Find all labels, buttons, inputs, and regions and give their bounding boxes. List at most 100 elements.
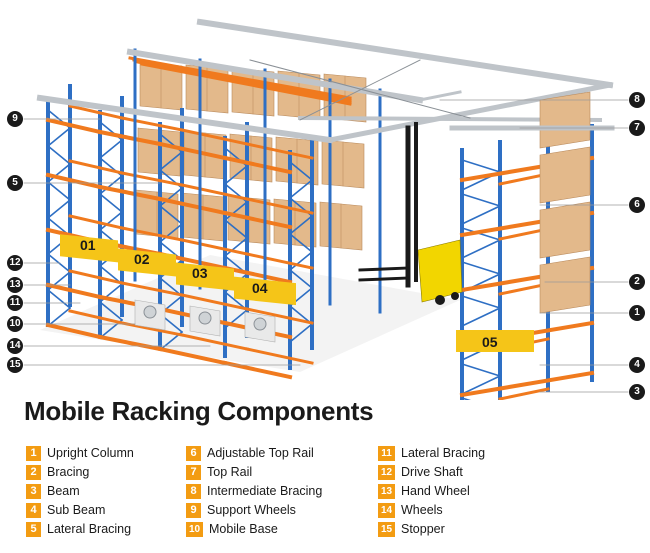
bracing [460, 362, 502, 378]
bracing [460, 306, 502, 328]
sub-beam [498, 387, 550, 400]
callout-8: 8 [629, 92, 645, 108]
pallet-box [539, 201, 591, 259]
hand-wheel [253, 317, 267, 331]
beam [459, 370, 595, 398]
bracing [223, 164, 249, 186]
intermediate-bracing [418, 90, 462, 102]
intermediate-bracing [249, 59, 471, 119]
legend-number: 7 [186, 464, 201, 480]
bracing [98, 192, 124, 214]
legend-item: 9 Support Wheels [186, 501, 296, 519]
callout-3: 3 [629, 384, 645, 400]
bracing [288, 232, 314, 254]
beam [68, 104, 124, 120]
bracing [46, 198, 72, 220]
rack-label-text: 01 [80, 237, 96, 253]
beam [180, 293, 249, 311]
legend-label: Bracing [47, 465, 90, 479]
beam [68, 309, 124, 325]
legend-number: 1 [26, 445, 41, 461]
bracing [288, 268, 314, 290]
bracing [288, 160, 314, 182]
callout-14: 14 [7, 338, 23, 354]
rack-label-text: 04 [252, 280, 268, 296]
bracing [46, 144, 72, 166]
top-rail [36, 94, 334, 144]
beam [180, 333, 249, 351]
beam [45, 117, 103, 135]
beam [97, 184, 163, 202]
beam [180, 183, 249, 201]
legend-label: Support Wheels [207, 503, 296, 517]
callout-5: 5 [7, 175, 23, 191]
bracing [158, 204, 184, 226]
bracing [223, 236, 249, 258]
top-rail [327, 82, 613, 143]
pallet-box [539, 256, 591, 314]
legend-label: Wheels [401, 503, 443, 517]
legend-label: Lateral Bracing [47, 522, 132, 536]
beam [68, 269, 124, 285]
callout-15: 15 [7, 357, 23, 373]
beam [222, 155, 293, 175]
beam [180, 238, 249, 256]
beam [45, 282, 103, 300]
legend-label: Stopper [401, 522, 445, 536]
racking-scene [23, 18, 629, 400]
callout-9: 9 [7, 111, 23, 127]
bracing [46, 162, 72, 184]
beam [157, 141, 228, 161]
hand-wheel [198, 311, 212, 325]
bracing [460, 238, 502, 260]
bracing [98, 138, 124, 160]
bracing [460, 260, 502, 276]
beam [245, 142, 314, 160]
bracing [46, 126, 72, 148]
legend-number: 5 [26, 521, 41, 537]
top-rail [196, 18, 614, 89]
bracing [158, 222, 184, 244]
bracing [158, 150, 184, 172]
callout-13: 13 [7, 277, 23, 293]
rack-labels: 01 02 03 04 05 [60, 234, 534, 352]
beam [222, 265, 293, 285]
page-title: Mobile Racking Components [24, 396, 374, 426]
rack-label-05: 05 [456, 330, 534, 352]
legend-label: Beam [47, 484, 80, 498]
bracing [46, 180, 72, 202]
bracing [98, 210, 124, 232]
legend-label: Drive Shaft [401, 465, 463, 479]
legend-label: Top Rail [207, 465, 253, 479]
beam [45, 322, 103, 340]
legend-label: Upright Column [47, 446, 134, 460]
legend-number: 9 [186, 502, 201, 518]
beam [140, 62, 352, 106]
legend-number: 14 [378, 502, 395, 518]
bracing [223, 218, 249, 240]
callout-11: 11 [7, 295, 23, 311]
bracing [460, 396, 471, 400]
bracing [288, 214, 314, 236]
legend-number: 8 [186, 483, 201, 499]
callout-2: 2 [629, 274, 645, 290]
legend-label: Sub Beam [47, 503, 106, 517]
callout-1: 1 [629, 305, 645, 321]
beam [157, 346, 228, 366]
bracing [288, 250, 314, 272]
legend-label: Adjustable Top Rail [207, 446, 314, 460]
legend-label: Mobile Base [209, 522, 278, 536]
rack-label-04: 04 [234, 276, 296, 306]
callout-6: 6 [629, 197, 645, 213]
bracing [46, 288, 72, 310]
legend-label: Lateral Bracing [401, 446, 486, 460]
legend-item: 5 Lateral Bracing [26, 520, 131, 538]
intermediate-bracing [299, 59, 421, 121]
rack-label-02: 02 [118, 248, 176, 277]
beam [120, 281, 184, 297]
